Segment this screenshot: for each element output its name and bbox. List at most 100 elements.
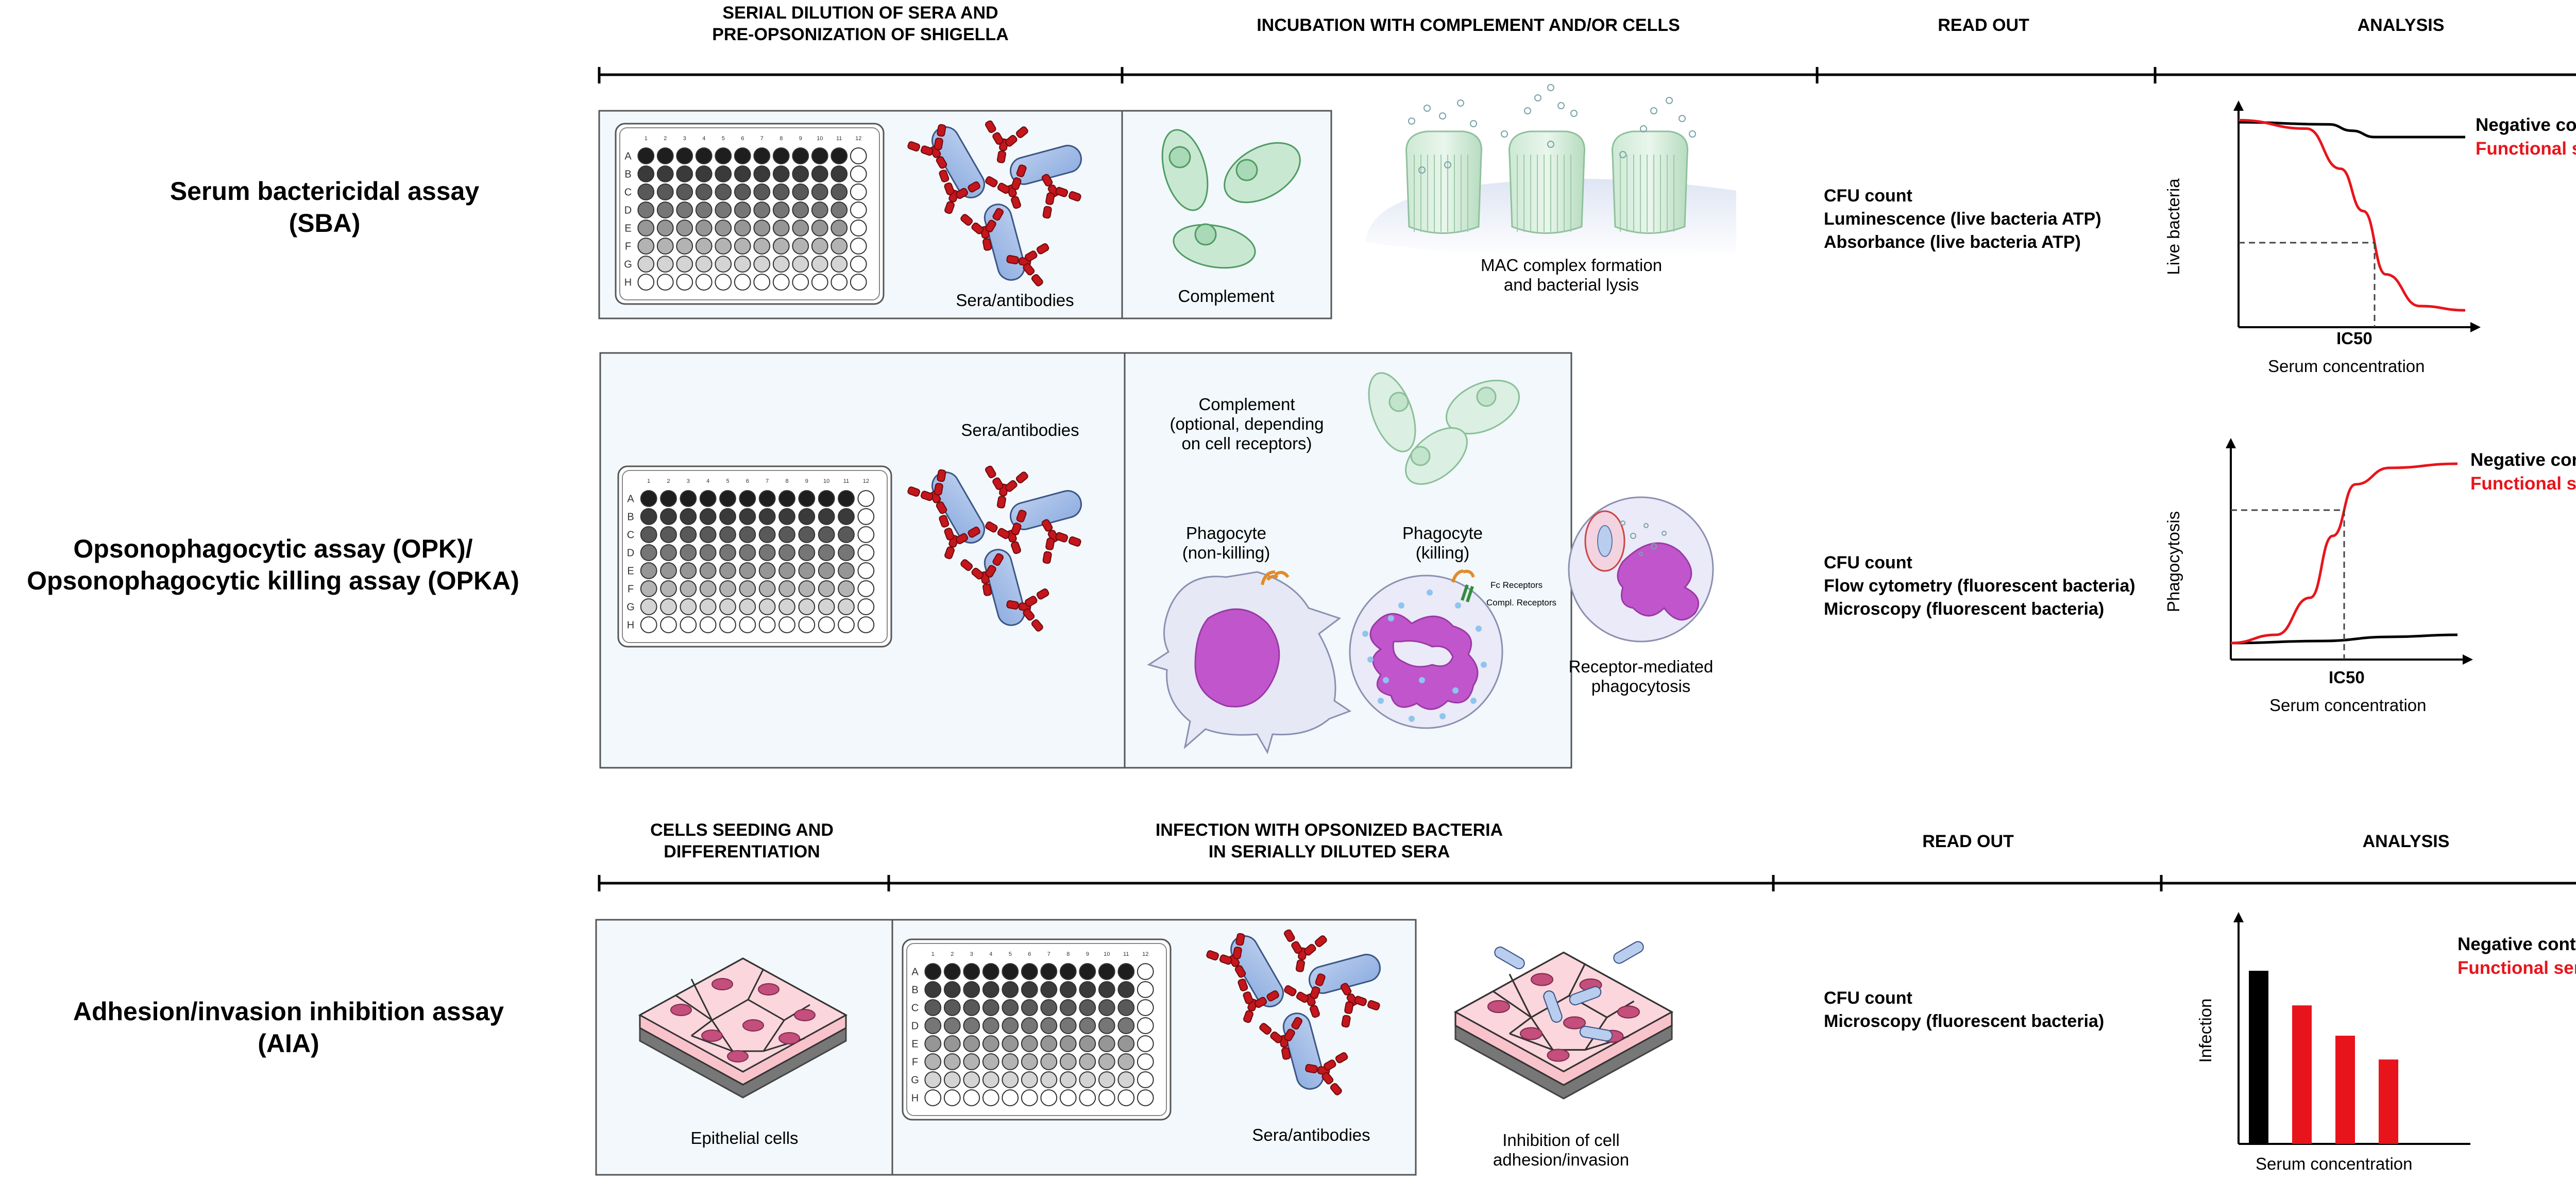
plate-well [660, 580, 677, 597]
opk-complement-label: Complement (optional, depending on cell … [1170, 395, 1324, 453]
plate-well [857, 490, 875, 507]
plate-well [924, 1035, 942, 1052]
plate-well [1098, 963, 1115, 980]
nucleus-icon [758, 983, 779, 996]
plate-well [778, 544, 795, 561]
plate-well [1021, 1089, 1038, 1106]
plate-well [699, 580, 717, 597]
nucleus-icon [1530, 973, 1554, 986]
legend-functional: Functional serum [2470, 474, 2576, 494]
plate-well [772, 165, 790, 182]
plate-row-label: A [627, 494, 634, 505]
chart-aia-ylabel: Infection [2196, 998, 2215, 1063]
legend-functional: Functional serum [2458, 958, 2576, 978]
plate-well [734, 238, 751, 255]
plate-well [637, 147, 655, 164]
plate-well [850, 220, 867, 237]
chart-opk [2226, 438, 2473, 665]
plate-well [656, 147, 674, 164]
plate-well [778, 526, 795, 543]
plate-well [963, 1089, 980, 1106]
plate-well [1117, 999, 1135, 1016]
sba-readout-list: CFU count Luminescence (live bacteria AT… [1824, 184, 2102, 254]
plate-well [792, 220, 809, 237]
antibody-icon [907, 469, 947, 514]
plate-row-label: F [912, 1057, 918, 1068]
aia-readout-list: CFU count Microscopy (fluorescent bacter… [1824, 987, 2104, 1033]
plate-well [640, 526, 657, 543]
plate-well [734, 256, 751, 273]
plate-well [715, 147, 732, 164]
plate-col-label: 6 [741, 136, 744, 142]
antibody-icon [960, 553, 1004, 596]
plate-col-label: 7 [1047, 951, 1050, 957]
epithelial-label: Epithelial cells [690, 1128, 799, 1148]
plate-well [676, 274, 693, 291]
plate-well [943, 1017, 961, 1034]
plate-well [699, 544, 717, 561]
plate-well [778, 490, 795, 507]
plate-well [982, 999, 999, 1016]
antibody-icon [985, 465, 1028, 509]
plate-well [719, 616, 736, 633]
plate-row-label: A [911, 967, 919, 978]
plate-well [982, 1089, 999, 1106]
legend-negative: Negative control [2458, 934, 2576, 954]
plate-well [1059, 1053, 1077, 1070]
plate-col-label: 2 [667, 478, 670, 484]
plate-well [637, 274, 655, 291]
plate-well [695, 201, 713, 218]
antibody-icon [1340, 983, 1380, 1028]
antibody-icon [1041, 519, 1081, 564]
plate-well [831, 256, 848, 273]
plate-well [734, 201, 751, 218]
plate-well [1021, 1035, 1038, 1052]
series-line [2238, 121, 2465, 139]
plate-well [963, 1035, 980, 1052]
plate-well [680, 544, 697, 561]
plate-well [943, 1053, 961, 1070]
plate-well [695, 147, 713, 164]
plate-well [943, 999, 961, 1016]
plate-well [850, 274, 867, 291]
plate-well [798, 616, 816, 633]
plate-col-label: 6 [1028, 951, 1031, 957]
plate-well [1059, 963, 1077, 980]
series-line [2238, 119, 2466, 312]
plate-well [734, 147, 751, 164]
plate-well [699, 598, 717, 615]
bacterium-icon [1543, 990, 1563, 1023]
plate-well [1059, 999, 1077, 1016]
plate-well [719, 508, 736, 525]
plate-well [656, 274, 674, 291]
sba-sera-label: Sera/antibodies [956, 291, 1074, 310]
receptor-mediated-label: Receptor-mediated phagocytosis [1568, 657, 1714, 696]
plate-col-label: 5 [726, 478, 729, 484]
plate-well [676, 165, 693, 182]
timeline-bottom [598, 875, 2576, 891]
plate-well [1098, 1017, 1115, 1034]
plate-well [640, 580, 657, 597]
phagocyte-killing-label: Phagocyte (killing) [1402, 524, 1483, 562]
plate-well [838, 562, 855, 579]
sba-readout-item: Absorbance (live bacteria ATP) [1824, 232, 2081, 252]
plate-well [660, 508, 677, 525]
plate-well [1021, 999, 1038, 1016]
plate-well [1117, 1089, 1135, 1106]
plate-row-label: B [911, 985, 918, 996]
plate-well [850, 183, 867, 200]
plate-well [924, 1017, 942, 1034]
plate-col-label: 6 [746, 478, 749, 484]
plate-well [1040, 1035, 1058, 1052]
plate-well [680, 580, 697, 597]
plate-row-label: C [911, 1003, 919, 1014]
plate-row-label: C [624, 187, 632, 198]
plate-well [963, 981, 980, 998]
plate-well [792, 238, 809, 255]
plate-well [640, 598, 657, 615]
antibody-icon [960, 208, 1004, 251]
plate-well [640, 490, 657, 507]
chart-opk-xlabel: Serum concentration [2269, 696, 2427, 715]
plate-col-label: 2 [951, 951, 954, 957]
